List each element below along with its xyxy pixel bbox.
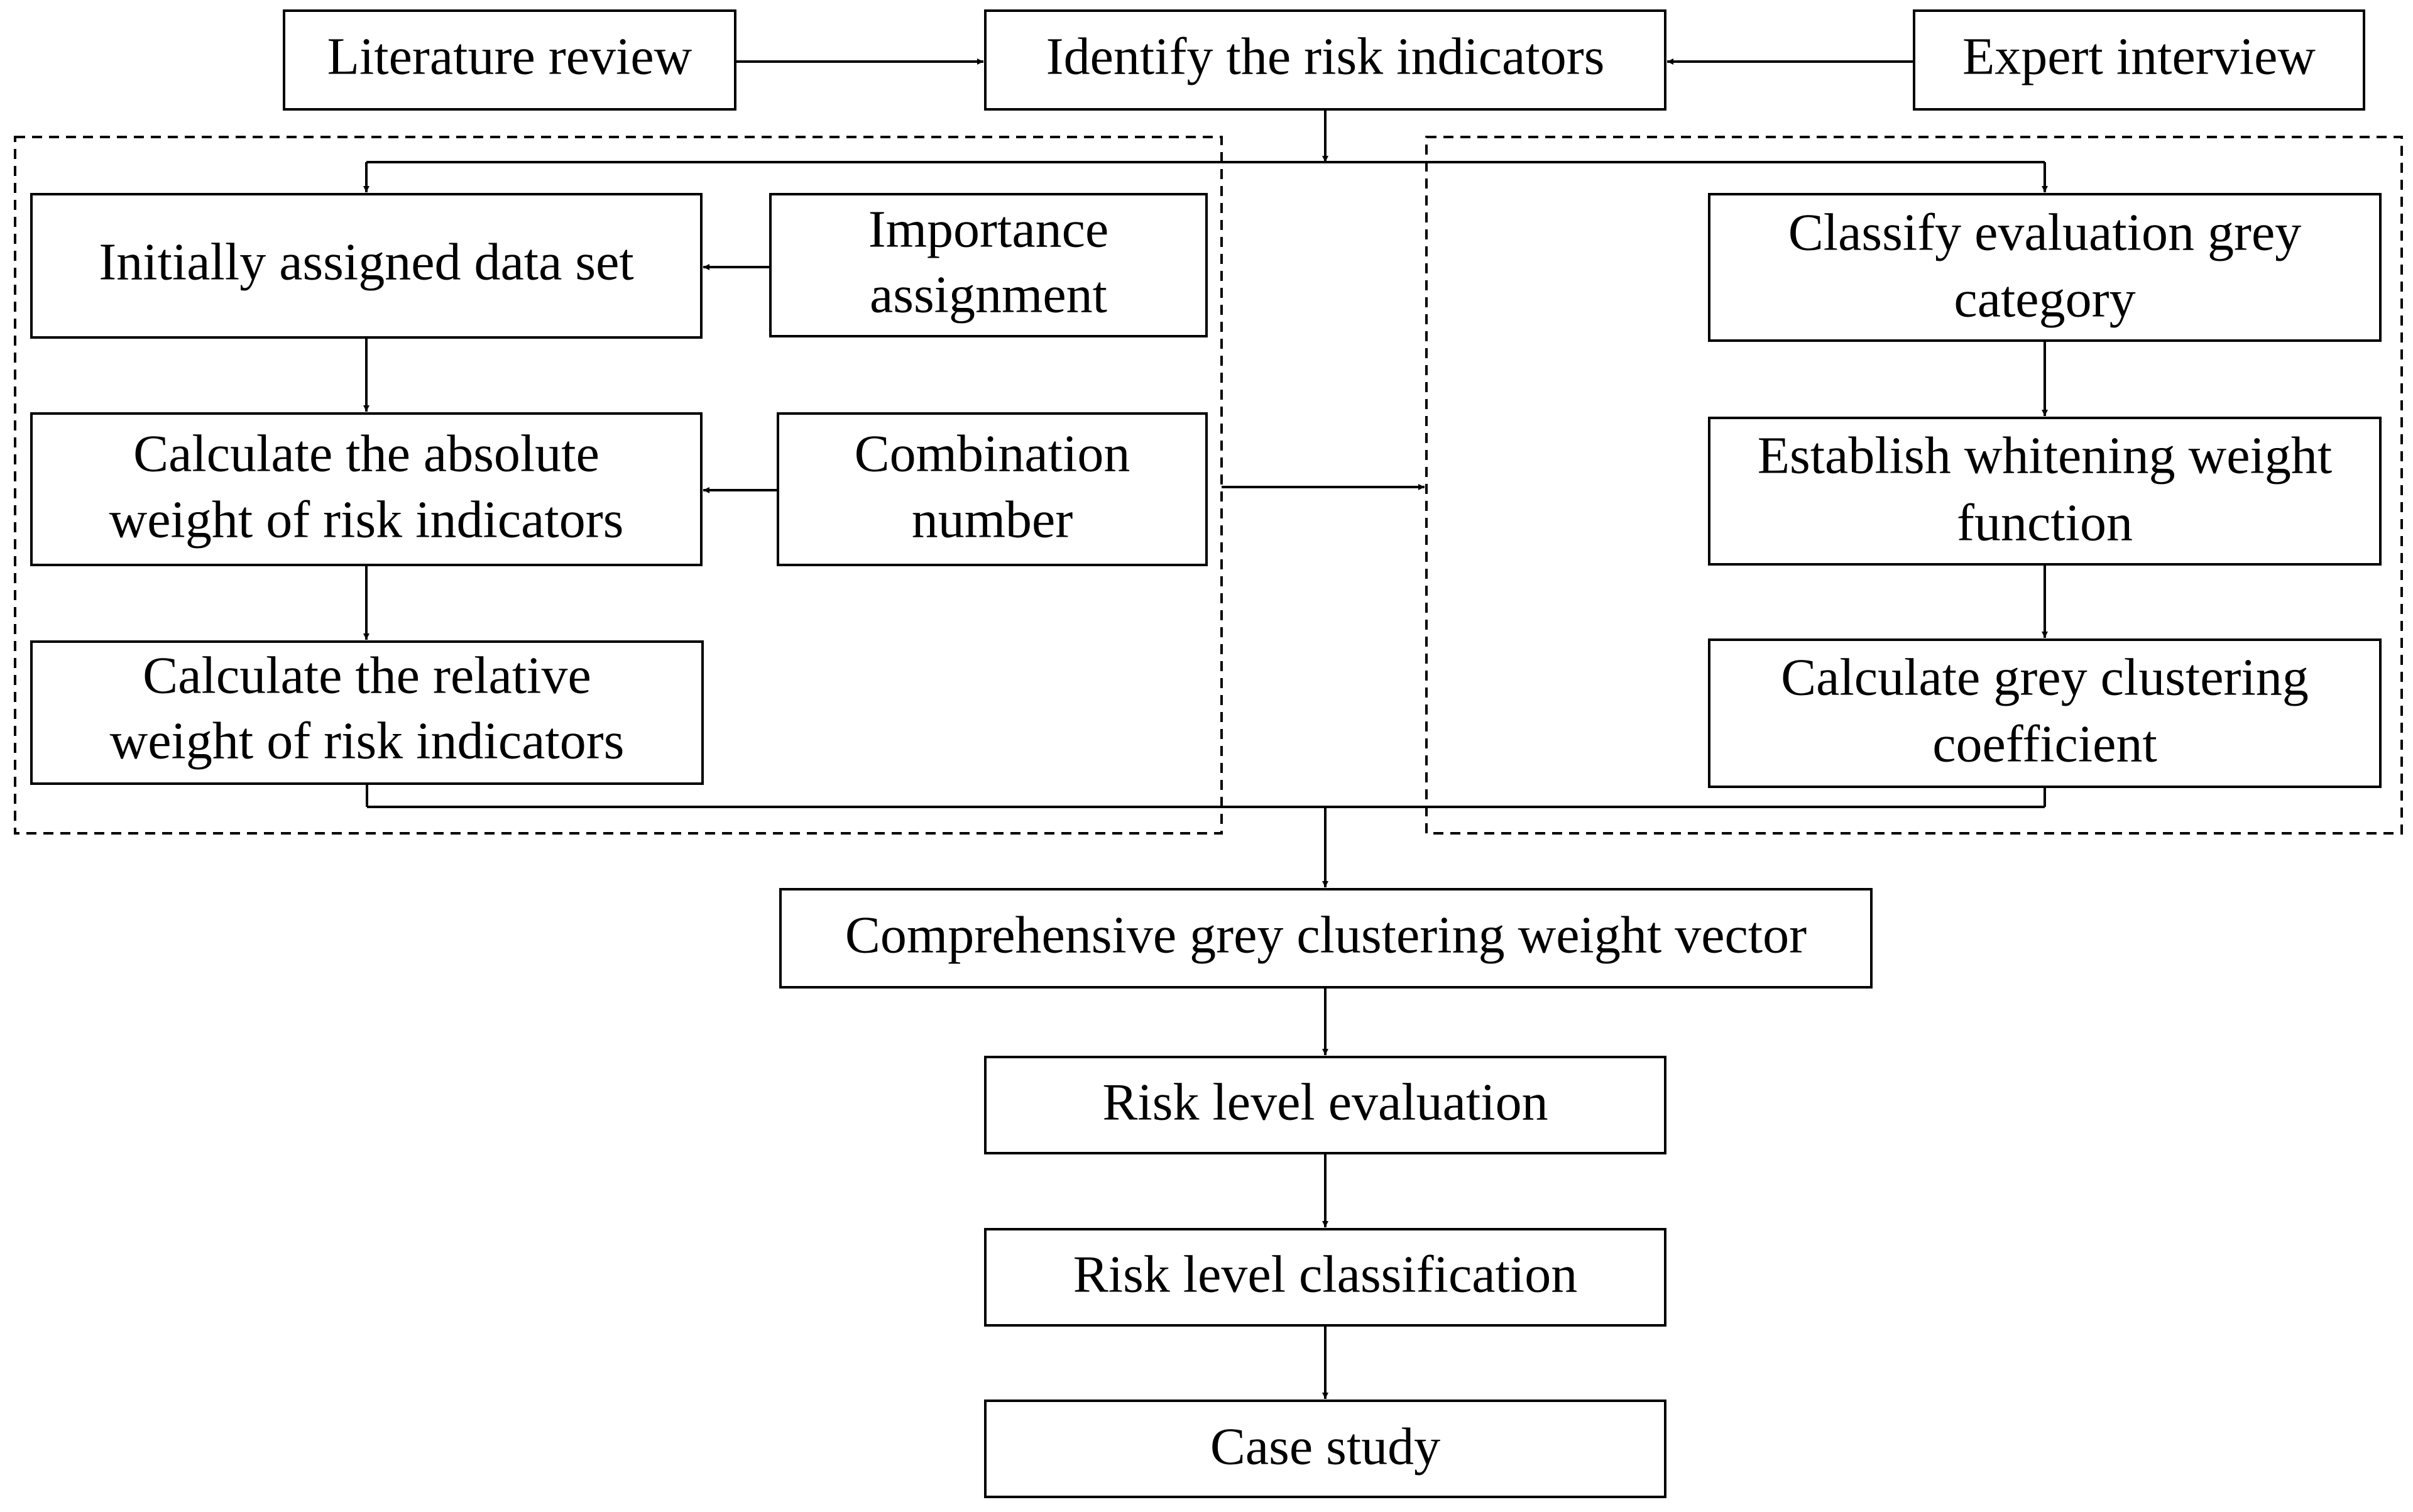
risk-level-evaluation-box: Risk level evaluation: [984, 1056, 1666, 1154]
calculate-relative-weight-label-line2: weight of risk indicators: [110, 711, 625, 770]
importance-assignment-label-line1: Importance: [868, 200, 1108, 258]
calculate-absolute-weight-label-line2: weight of risk indicators: [109, 490, 624, 549]
literature-review-label: Literature review: [327, 27, 692, 85]
classify-grey-category-label-line2: category: [1954, 270, 2135, 328]
combination-number-label-line2: number: [912, 490, 1073, 549]
calculate-grey-clustering-coefficient-box: Calculate grey clustering coefficient: [1708, 638, 2382, 788]
calculate-relative-weight-box: Calculate the relative weight of risk in…: [30, 640, 704, 785]
case-study-label: Case study: [1210, 1417, 1440, 1476]
comprehensive-weight-vector-label: Comprehensive grey clustering weight vec…: [845, 906, 1807, 964]
combination-number-box: Combination number: [777, 412, 1208, 566]
establish-whitening-function-label-line1: Establish whitening weight: [1758, 426, 2333, 485]
calculate-absolute-weight-label-line1: Calculate the absolute: [133, 424, 599, 483]
identify-risk-indicators-box: Identify the risk indicators: [984, 9, 1666, 111]
calculate-absolute-weight-box: Calculate the absolute weight of risk in…: [30, 412, 703, 566]
importance-assignment-box: Importance assignment: [769, 193, 1208, 337]
initially-assigned-data-set-label: Initially assigned data set: [99, 233, 633, 291]
importance-assignment-label-line2: assignment: [870, 265, 1107, 324]
classify-grey-category-label-line1: Classify evaluation grey: [1788, 203, 2301, 261]
calculate-relative-weight-label-line1: Calculate the relative: [143, 646, 591, 704]
classify-grey-category-box: Classify evaluation grey category: [1708, 193, 2382, 342]
calculate-grey-clustering-coefficient-label-line2: coefficient: [1932, 715, 2157, 773]
establish-whitening-function-label-line2: function: [1957, 493, 2133, 552]
calculate-grey-clustering-coefficient-label-line1: Calculate grey clustering: [1781, 648, 2309, 706]
identify-risk-indicators-label: Identify the risk indicators: [1046, 27, 1605, 85]
initially-assigned-data-set-box: Initially assigned data set: [30, 193, 703, 339]
expert-interview-label: Expert interview: [1962, 27, 2316, 85]
right-dashed-group: [1425, 136, 2403, 835]
risk-level-classification-label: Risk level classification: [1073, 1245, 1577, 1303]
literature-review-box: Literature review: [283, 9, 736, 111]
establish-whitening-function-box: Establish whitening weight function: [1708, 417, 2382, 566]
risk-level-classification-box: Risk level classification: [984, 1228, 1666, 1327]
left-dashed-group: [14, 136, 1223, 835]
risk-level-evaluation-label: Risk level evaluation: [1102, 1073, 1548, 1131]
expert-interview-box: Expert interview: [1913, 9, 2365, 111]
combination-number-label-line1: Combination: [855, 424, 1130, 483]
case-study-box: Case study: [984, 1400, 1666, 1498]
comprehensive-weight-vector-box: Comprehensive grey clustering weight vec…: [779, 888, 1873, 989]
